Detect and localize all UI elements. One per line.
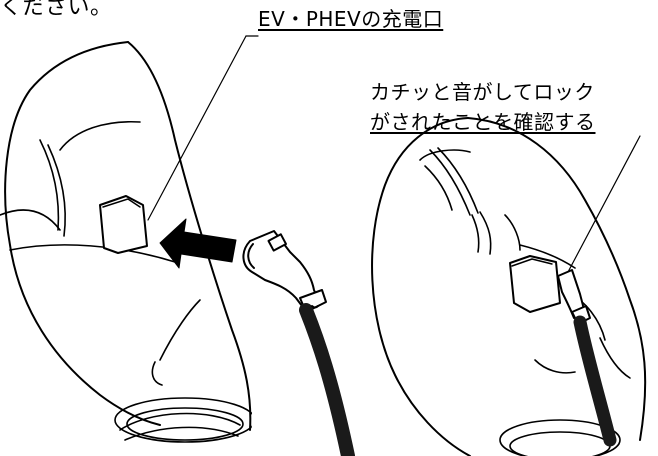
charge-port-callout: EV・PHEVの充電口 (258, 7, 444, 31)
intro-text-fragment: ください。 (0, 0, 113, 20)
charging-connector-left (242, 230, 355, 456)
left-panel-car-body (0, 41, 253, 443)
charge-port-lid-open (509, 255, 561, 313)
charge-port-lid (99, 195, 148, 254)
lock-callout-line1: カチッと音がしてロック (370, 80, 595, 104)
lock-callout-line2: がされたことを確認する (370, 110, 596, 134)
callout-leader-lines (147, 35, 641, 273)
arrow-right-icon (159, 218, 237, 269)
charging-connector-right (557, 269, 617, 447)
